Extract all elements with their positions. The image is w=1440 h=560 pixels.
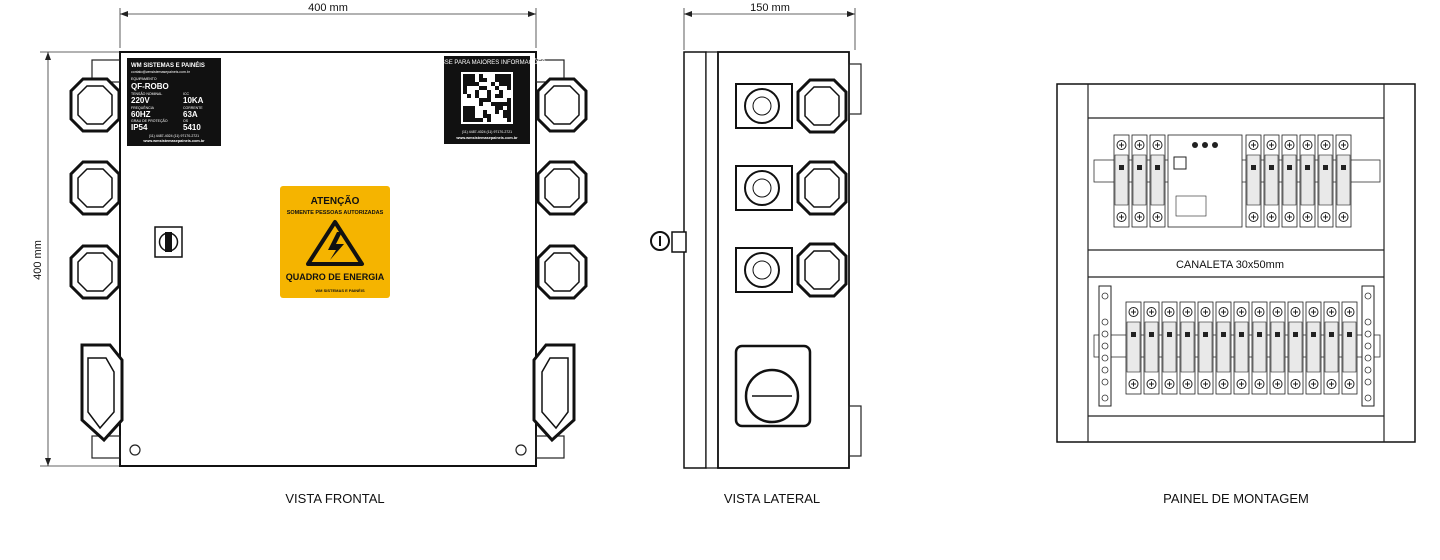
- breaker-row-top: [1113, 134, 1352, 228]
- side-socket-3: [735, 247, 793, 293]
- svg-text:IP54: IP54: [131, 123, 148, 132]
- svg-text:CORRENTE: CORRENTE: [183, 106, 203, 110]
- svg-text:5410: 5410: [183, 123, 201, 132]
- industrial-plug-right: [532, 343, 576, 443]
- svg-text:(11) 4487-4024 (11) 97170-2721: (11) 4487-4024 (11) 97170-2721: [149, 134, 199, 138]
- svg-text:ACESSE PARA MAIORES INFORMAÇÕE: ACESSE PARA MAIORES INFORMAÇÕES: [428, 59, 545, 66]
- svg-text:OS: OS: [183, 119, 189, 123]
- nameplate: WM SISTEMAS E PAINÉIS contato@wmsistemas…: [127, 58, 221, 146]
- industrial-plug-left: [80, 343, 124, 443]
- socket-left-2: [69, 160, 121, 216]
- svg-text:GRAU DE PROTEÇÃO: GRAU DE PROTEÇÃO: [131, 118, 168, 123]
- svg-text:QF-ROBO: QF-ROBO: [131, 82, 169, 91]
- svg-text:WM SISTEMAS E PAINÉIS: WM SISTEMAS E PAINÉIS: [131, 61, 205, 69]
- svg-text:contato@wmsistemasepaineis.com: contato@wmsistemasepaineis.com.br: [131, 70, 191, 74]
- width-dimension: 400 mm: [308, 2, 348, 14]
- side-socket-2: [735, 165, 793, 211]
- svg-text:(11) 4487-4024 (11) 97170-2721: (11) 4487-4024 (11) 97170-2721: [462, 130, 512, 134]
- socket-left-1: [69, 77, 121, 133]
- svg-text:www.wmsistemasepaineis.com.br: www.wmsistemasepaineis.com.br: [142, 139, 205, 143]
- caption-panel: PAINEL DE MONTAGEM: [1163, 491, 1309, 506]
- selector-switch: [154, 226, 183, 258]
- caption-side: VISTA LATERAL: [724, 491, 820, 506]
- svg-text:WM SISTEMAS E PAINÉIS: WM SISTEMAS E PAINÉIS: [315, 288, 365, 293]
- side-industrial-socket: [734, 344, 812, 428]
- svg-text:60HZ: 60HZ: [131, 110, 151, 119]
- svg-text:SOMENTE PESSOAS AUTORIZADAS: SOMENTE PESSOAS AUTORIZADAS: [287, 210, 384, 216]
- qr-plate: ACESSE PARA MAIORES INFORMAÇÕES (11) 448…: [428, 56, 546, 144]
- svg-text:EQUIPAMENTO: EQUIPAMENTO: [131, 77, 157, 81]
- caption-front: VISTA FRONTAL: [285, 491, 384, 506]
- svg-text:ATENÇÃO: ATENÇÃO: [311, 194, 360, 207]
- key-icon: [650, 231, 687, 253]
- height-dimension: 400 mm: [32, 240, 44, 280]
- socket-right-2: [536, 160, 588, 216]
- duct-label: CANALETA 30x50mm: [1176, 259, 1284, 271]
- warning-sign: ATENÇÃO SOMENTE PESSOAS AUTORIZADAS QUAD…: [280, 186, 390, 298]
- svg-text:QUADRO DE ENERGIA: QUADRO DE ENERGIA: [286, 272, 385, 282]
- mounting-panel: CANALETA 30x50mm: [1056, 83, 1416, 443]
- svg-text:220V: 220V: [131, 96, 150, 105]
- svg-text:63A: 63A: [183, 110, 198, 119]
- front-view: 400 mm 400 mm: [32, 2, 588, 467]
- socket-left-3: [69, 244, 121, 300]
- svg-text:ICC: ICC: [183, 92, 190, 96]
- terminal-strip-left: [1098, 285, 1112, 407]
- socket-right-3: [536, 244, 588, 300]
- svg-text:FREQUÊNCIA: FREQUÊNCIA: [131, 105, 155, 110]
- side-view: 150 mm: [650, 2, 862, 469]
- terminal-strip-right: [1361, 285, 1375, 407]
- socket-right-1: [536, 77, 588, 133]
- svg-text:10KA: 10KA: [183, 96, 204, 105]
- svg-text:www.wmsistemasepaineis.com.br: www.wmsistemasepaineis.com.br: [455, 136, 518, 140]
- side-socket-1: [735, 83, 793, 129]
- svg-text:TENSÃO NOMINAL: TENSÃO NOMINAL: [131, 91, 162, 96]
- depth-dimension: 150 mm: [750, 2, 790, 14]
